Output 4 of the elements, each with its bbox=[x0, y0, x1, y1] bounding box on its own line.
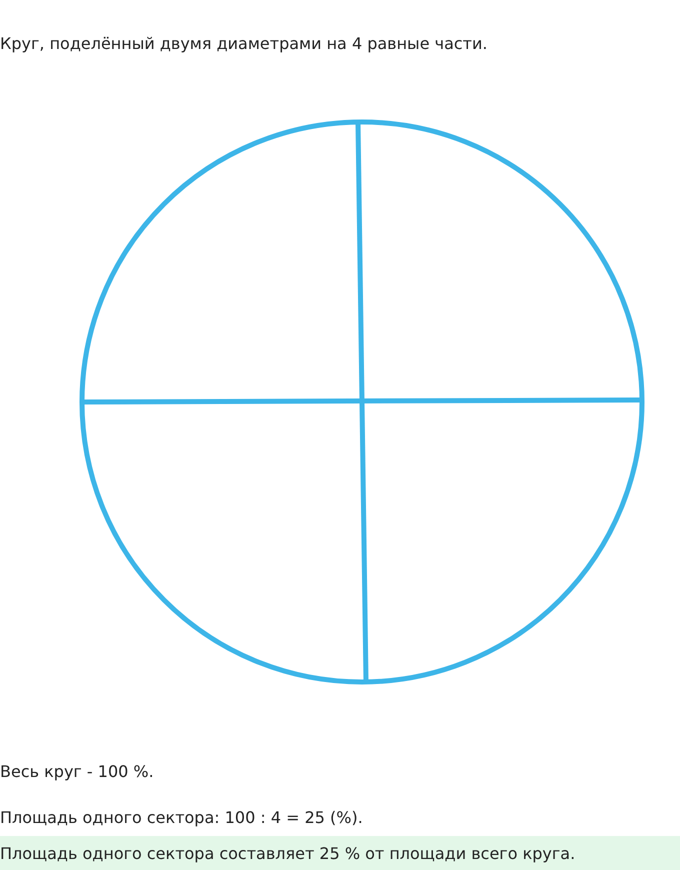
conclusion-text: Площадь одного сектора составляет 25 % от площади всего круга. bbox=[0, 844, 576, 863]
note-text: Весь круг - 100 %. bbox=[0, 762, 154, 781]
title: Круг, поделённый двумя диаметрами на 4 равные части. bbox=[0, 34, 488, 53]
note-text: Площадь одного сектора: 100 : 4 = 25 (%). bbox=[0, 808, 363, 827]
